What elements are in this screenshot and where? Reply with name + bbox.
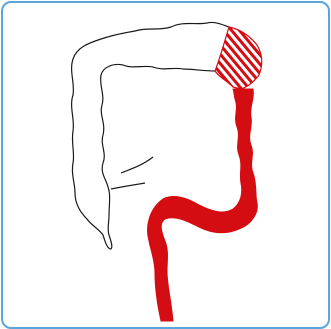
ileocecal-fold [111, 157, 153, 189]
descending-sigmoid-rectum [148, 89, 258, 321]
colon-diagram [3, 3, 328, 327]
